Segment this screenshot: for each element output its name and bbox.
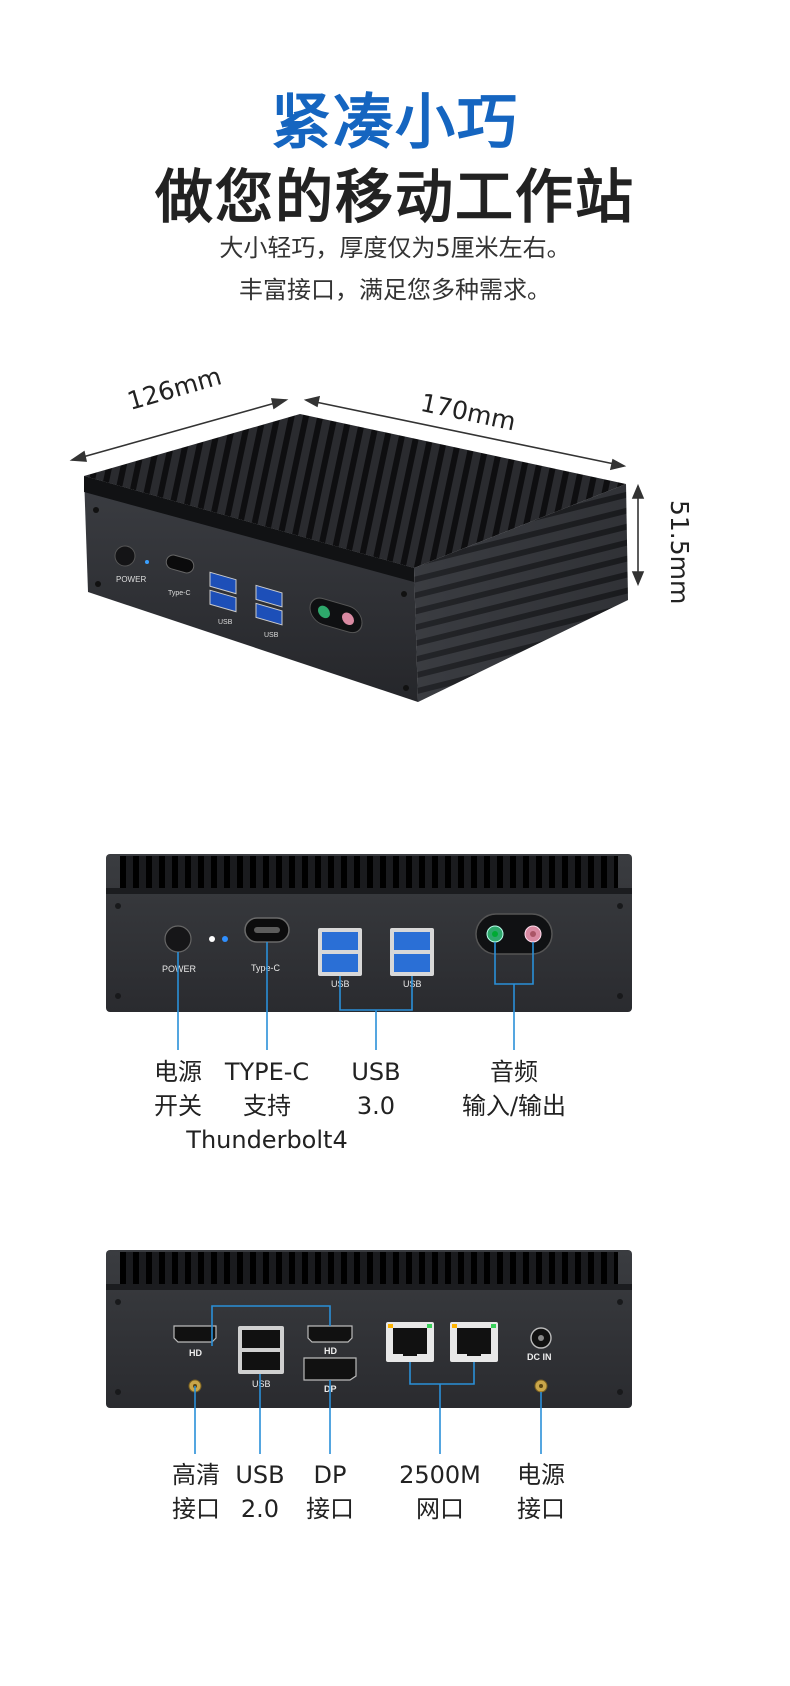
callout-usb2-line2: 2.0: [240, 1495, 280, 1523]
callout-hdmi: 高清 接口: [146, 1458, 246, 1526]
callout-typec-line2: 支持: [243, 1092, 291, 1120]
power-button-text: POWER: [162, 964, 197, 974]
hdmi-right-text: HD: [324, 1346, 337, 1356]
callout-lan-line2: 网口: [416, 1495, 464, 1523]
usb2-port-text: USB: [252, 1379, 271, 1389]
callout-dp-line2: 接口: [306, 1495, 354, 1523]
callout-hdmi-line1: 高清: [172, 1461, 220, 1489]
callout-audio-line1: 音频: [490, 1058, 538, 1086]
callout-lan: 2500M 网口: [380, 1458, 500, 1526]
callout-dc-line2: 接口: [517, 1495, 565, 1523]
callout-power-line2: 开关: [154, 1092, 202, 1120]
callout-typec-line1: TYPE-C: [224, 1058, 310, 1086]
typec-port-text: Type-C: [251, 963, 281, 973]
callout-lan-line1: 2500M: [399, 1461, 481, 1489]
headline-primary: 紧凑小巧: [271, 88, 519, 158]
callout-dc: 电源 接口: [491, 1458, 591, 1526]
dimension-height: 51.5mm: [665, 500, 694, 605]
front-power-text: POWER: [116, 575, 146, 584]
intro-line-1: 大小轻巧，厚度仅为5厘米左右。: [219, 234, 571, 262]
callout-audio-line2: 输入/输出: [461, 1092, 567, 1120]
callout-dp-line1: DP: [313, 1461, 347, 1489]
callout-dc-line1: 电源: [517, 1461, 565, 1489]
headline-secondary: 做您的移动工作站: [154, 163, 635, 231]
front-usb-text-2: USB: [264, 632, 279, 639]
callout-typec: TYPE-C 支持 Thunderbolt4: [177, 1055, 357, 1157]
callout-usb2-line1: USB: [235, 1461, 285, 1489]
front-usb-text-1: USB: [218, 619, 233, 626]
callout-usb3-line2: 3.0: [356, 1092, 396, 1120]
callout-power-line1: 电源: [154, 1058, 202, 1086]
hdmi-left-text: HD: [189, 1348, 202, 1358]
device-perspective-illustration: POWER Type-C USB USB: [69, 395, 645, 702]
front-typec-text: Type-C: [168, 590, 191, 597]
callout-usb3: USB 3.0: [326, 1055, 426, 1123]
callout-usb3-line1: USB: [351, 1058, 401, 1086]
callout-audio: 音频 输入/输出: [444, 1055, 584, 1123]
dc-in-text: DC IN: [527, 1352, 552, 1362]
callout-power: 电源 开关: [128, 1055, 228, 1123]
callout-dp: DP 接口: [280, 1458, 380, 1526]
callout-typec-line3: Thunderbolt4: [186, 1126, 348, 1154]
front-panel-diagram: POWER Type-C USB USB: [106, 854, 632, 1050]
intro-line-2: 丰富接口，满足您多种需求。: [239, 276, 551, 304]
callout-hdmi-line2: 接口: [172, 1495, 220, 1523]
rear-panel-diagram: HD USB HD DP DC IN: [106, 1250, 632, 1454]
callout-usb2: USB 2.0: [210, 1458, 310, 1526]
